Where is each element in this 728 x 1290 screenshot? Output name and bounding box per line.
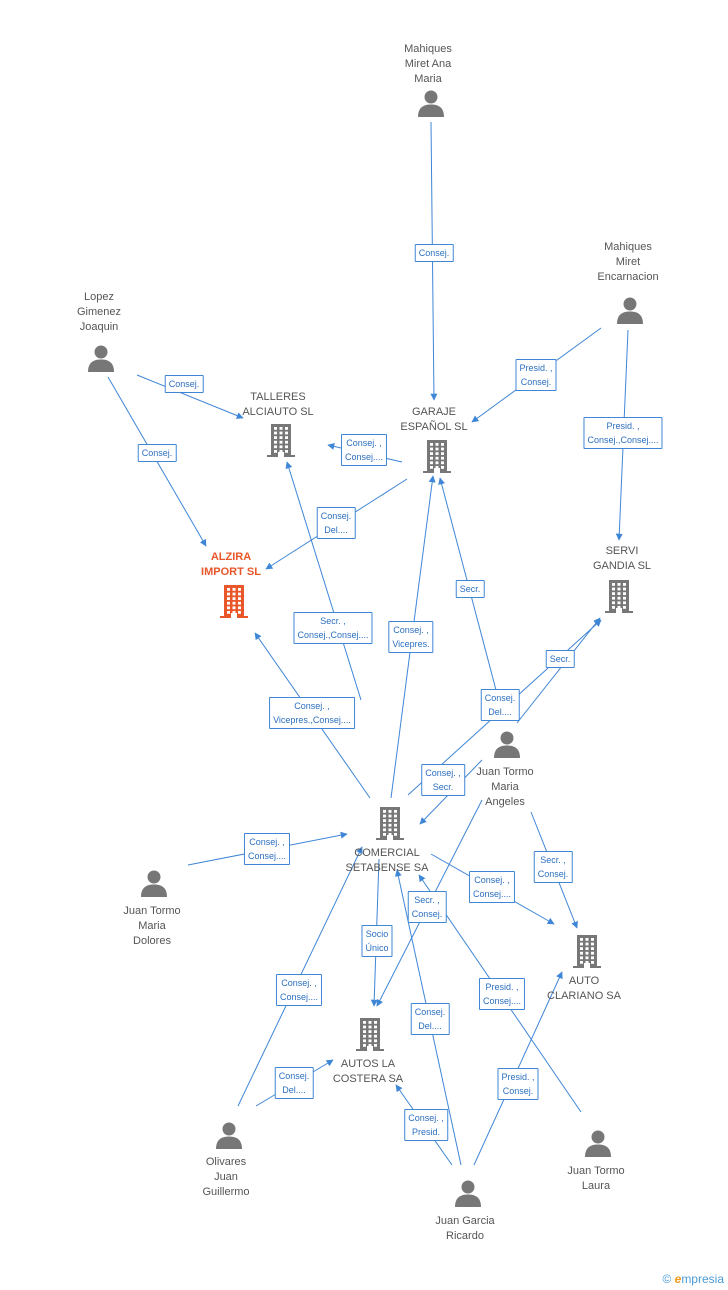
edge-line-comercial-to-talleres (285, 461, 362, 701)
person-icon[interactable] (417, 89, 445, 122)
edge-label-lopez-to-talleres[interactable]: Consej. (164, 375, 204, 393)
edge-label-tormo_dolores-to-comercial[interactable]: Consej. , Consej.... (243, 833, 291, 865)
node-label-auto_clariano[interactable]: AUTO CLARIANO SA (547, 975, 621, 1002)
node-label-talleres[interactable]: TALLERES ALCIAUTO SL (242, 391, 314, 418)
node-label-lopez[interactable]: Lopez Gimenez Joaquin (76, 291, 122, 333)
copyright-symbol: © (662, 1272, 672, 1286)
edge-label-comercial-to-auto_clariano[interactable]: Consej. , Consej.... (468, 871, 516, 903)
node-label-servi[interactable]: SERVI GANDIA SL (592, 545, 652, 572)
node-label-tormo_laura[interactable]: Juan Tormo Laura (567, 1165, 625, 1192)
edge-label-comercial-to-servi[interactable]: Secr. (545, 650, 575, 668)
node-label-garaje[interactable]: GARAJE ESPAÑOL SL (400, 406, 468, 433)
edge-label-mahiques_enc-to-servi[interactable]: Presid. , Consej.,Consej.... (583, 417, 663, 449)
node-label-olivares[interactable]: Olivares Juan Guillermo (202, 1156, 250, 1198)
building-icon[interactable] (572, 934, 602, 973)
edge-label-tormo_angeles-to-comercial[interactable]: Consej. , Secr. (421, 764, 465, 796)
node-label-garcia[interactable]: Juan Garcia Ricardo (435, 1215, 495, 1242)
edge-label-olivares-to-autos_costera[interactable]: Consej. Del.... (274, 1067, 314, 1099)
brand-name: mpresia (681, 1272, 724, 1286)
edge-label-tormo_angeles-to-auto_clariano[interactable]: Secr. , Consej. (533, 851, 573, 883)
person-icon[interactable] (616, 296, 644, 329)
building-icon[interactable] (375, 806, 405, 845)
building-icon[interactable] (604, 579, 634, 618)
person-icon[interactable] (454, 1179, 482, 1212)
node-label-autos_costera[interactable]: AUTOS LA COSTERA SA (332, 1058, 404, 1085)
edge-label-tormo_angeles-to-autos_costera[interactable]: Secr. , Consej. (407, 891, 447, 923)
edge-label-comercial-to-autos_costera[interactable]: Socio Único (361, 925, 393, 957)
person-icon[interactable] (140, 869, 168, 902)
person-icon[interactable] (87, 344, 115, 377)
edge-label-garcia-to-autos_costera[interactable]: Consej. , Presid. (404, 1109, 448, 1141)
building-icon[interactable] (355, 1017, 385, 1056)
edge-label-mahiques_enc-to-garaje[interactable]: Presid. , Consej. (515, 359, 557, 391)
edge-label-comercial-to-garaje[interactable]: Consej. , Vicepres. (388, 621, 434, 653)
edge-label-comercial-to-talleres[interactable]: Secr. , Consej.,Consej.... (293, 612, 373, 644)
edge-label-garcia-to-auto_clariano[interactable]: Presid. , Consej. (497, 1068, 539, 1100)
edge-label-comercial-to-alzira[interactable]: Consej. , Vicepres.,Consej.... (269, 697, 355, 729)
person-icon[interactable] (215, 1121, 243, 1154)
node-label-alzira[interactable]: ALZIRA IMPORT SL (201, 551, 261, 578)
building-icon[interactable] (219, 584, 249, 623)
edge-label-mahiques_ana-to-garaje[interactable]: Consej. (414, 244, 454, 262)
edge-label-tormo_angeles-to-garaje[interactable]: Secr. (455, 580, 485, 598)
edge-label-garcia-to-comercial[interactable]: Consej. Del.... (410, 1003, 450, 1035)
person-icon[interactable] (584, 1129, 612, 1162)
edge-label-garaje-to-talleres[interactable]: Consej. , Consej.... (340, 434, 388, 466)
edge-line-lopez-to-talleres (136, 374, 244, 419)
building-icon[interactable] (422, 439, 452, 478)
node-label-mahiques_enc[interactable]: Mahiques Miret Encarnacion (597, 241, 659, 283)
edge-label-tormo_laura-to-comercial[interactable]: Presid. , Consej.... (478, 978, 526, 1010)
edge-label-olivares-to-comercial[interactable]: Consej. , Consej.... (275, 974, 323, 1006)
edge-label-garaje-to-alzira[interactable]: Consej. Del.... (316, 507, 356, 539)
node-label-comercial[interactable]: COMERCIAL SETABENSE SA (345, 847, 429, 874)
node-label-mahiques_ana[interactable]: Mahiques Miret Ana Maria (404, 43, 452, 85)
edge-line-tormo_angeles-to-servi (516, 617, 601, 724)
edge-label-lopez-to-alzira[interactable]: Consej. (137, 444, 177, 462)
edge-label-tormo_angeles-to-servi[interactable]: Consej. Del.... (480, 689, 520, 721)
brand-initial: e (674, 1272, 682, 1286)
node-label-tormo_dolores[interactable]: Juan Tormo Maria Dolores (123, 905, 181, 947)
person-icon[interactable] (493, 730, 521, 763)
building-icon[interactable] (266, 423, 296, 462)
empresia-watermark[interactable]: © empresia (662, 1272, 724, 1286)
node-label-tormo_angeles[interactable]: Juan Tormo Maria Angeles (476, 766, 534, 808)
